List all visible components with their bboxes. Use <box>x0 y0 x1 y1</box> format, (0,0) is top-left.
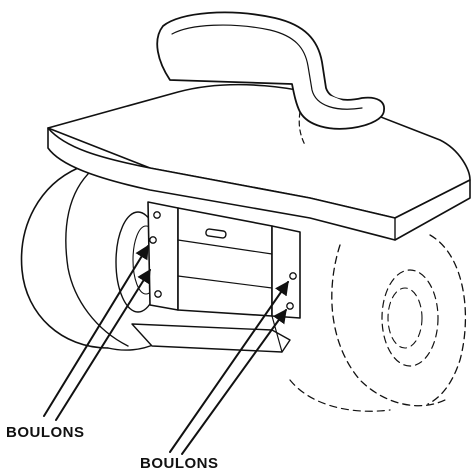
bracket-right-plate <box>271 225 301 319</box>
arrow-left-1 <box>43 244 149 417</box>
left-rear-tire <box>20 167 161 351</box>
seat-backrest <box>156 11 385 146</box>
deck-front-edge <box>47 127 471 241</box>
bolt-hole-left-middle <box>149 236 157 244</box>
bolt-hole-right-lower <box>286 302 294 310</box>
fender-deck <box>47 83 471 241</box>
seat-bracket <box>131 201 301 353</box>
callout-label-bolts-bottom: BOULONS <box>140 455 219 472</box>
bracket-center-panel <box>177 207 273 317</box>
right-wheel-hub-hidden <box>381 269 439 367</box>
callout-label-bolts-left: BOULONS <box>6 424 85 441</box>
arrow-bottom-2 <box>181 308 287 455</box>
arrow-left-2 <box>55 268 151 421</box>
bolt-hole-left-upper <box>153 211 161 219</box>
right-rear-tire-hidden <box>289 234 467 412</box>
bracket-slot <box>205 228 227 239</box>
callout-arrows <box>43 244 289 455</box>
bolt-holes <box>149 211 297 310</box>
bolt-hole-left-lower <box>154 290 162 298</box>
bracket-left-plate <box>147 201 179 311</box>
arrow-bottom-1 <box>169 280 289 453</box>
bracket-floor-plate <box>131 323 291 353</box>
bolt-hole-right-upper <box>289 272 297 280</box>
